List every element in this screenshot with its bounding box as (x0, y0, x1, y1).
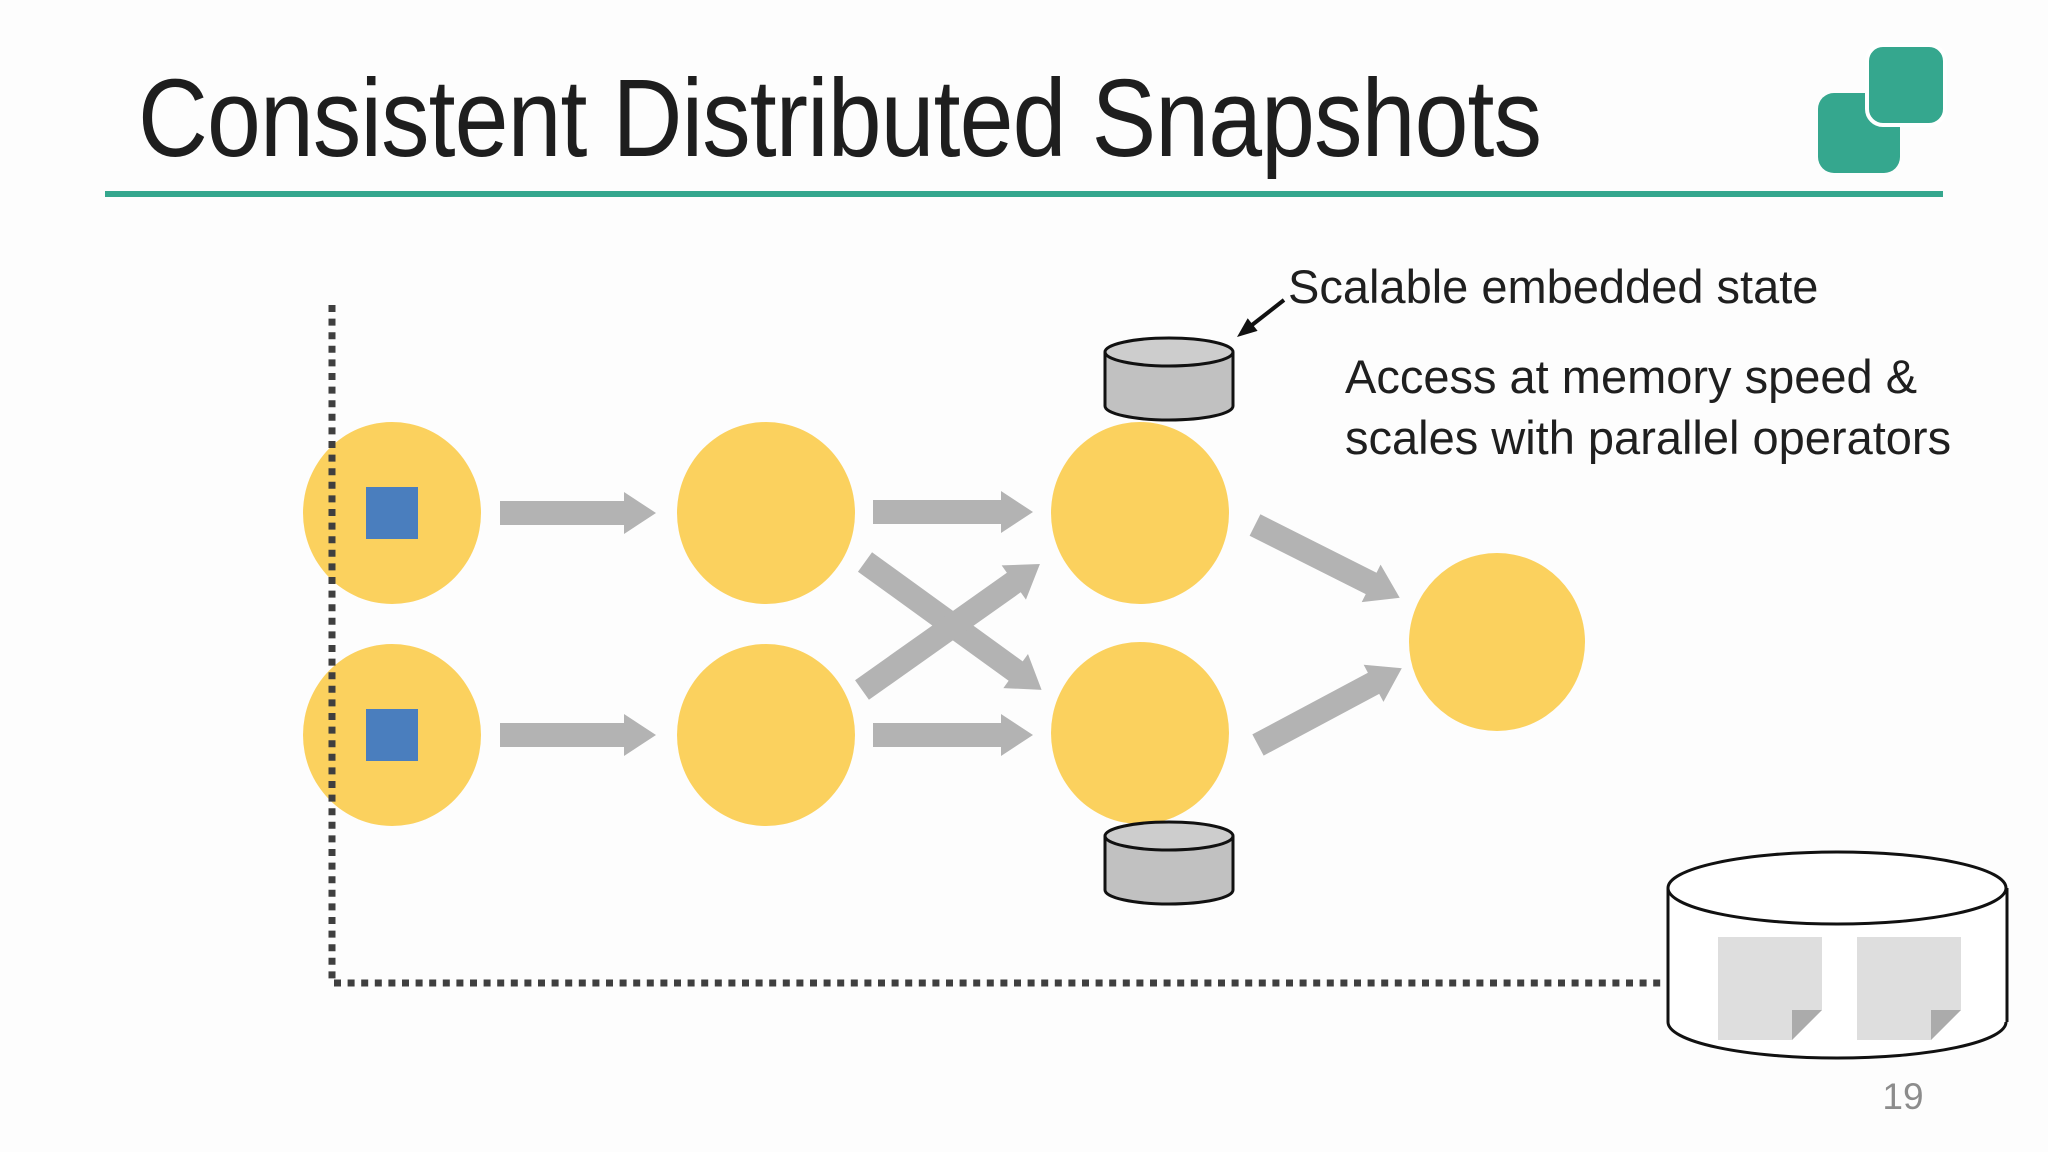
memory-speed-annotation-line2: scales with parallel operators (1345, 411, 1952, 464)
dataflow-arrow-op4-sink (1252, 664, 1402, 756)
annotation-arrow (1237, 298, 1286, 337)
dataflow-arrows (500, 491, 1402, 756)
snapshot-document-2-fold (1931, 1010, 1961, 1040)
dataflow-arrow-op2-op4 (873, 714, 1033, 756)
dataflow-arrow-src2-op2 (500, 714, 656, 756)
dataflow-arrow-op3-sink (1249, 514, 1400, 603)
snapshot-store-cylinder (1666, 850, 2009, 1060)
operator-node-1 (677, 422, 855, 604)
page-number: 19 (1882, 1076, 1924, 1117)
state-cylinder-top-lid (1103, 336, 1235, 368)
operator-nodes (303, 422, 1585, 826)
memory-speed-annotation: Access at memory speed & scales with par… (1345, 346, 1951, 468)
sink-node (1409, 553, 1585, 731)
snapshot-document-icon-2 (1857, 937, 1961, 1040)
memory-speed-annotation-line1: Access at memory speed & (1345, 350, 1918, 403)
logo-icon (1818, 43, 1947, 173)
dataflow-arrow-op2-op3-shuffle (855, 564, 1040, 700)
state-cylinder-icon-top (1103, 336, 1235, 422)
snapshot-store-lid (1666, 850, 2008, 926)
snapshot-document-icon-1 (1718, 937, 1822, 1040)
snapshot-document-1-fold (1792, 1010, 1822, 1040)
embedded-state-annotation: Scalable embedded state (1288, 260, 1819, 313)
stateful-operator-node-2 (1051, 642, 1229, 824)
title-underline-rule (105, 191, 1943, 197)
operator-node-2 (677, 644, 855, 826)
stateful-operator-node-1 (1051, 422, 1229, 604)
annotation-arrowhead-icon (1237, 318, 1258, 337)
dataflow-arrow-op1-op3 (873, 491, 1033, 533)
logo-square-front (1865, 43, 1947, 127)
slide-title: Consistent Distributed Snapshots (138, 57, 1542, 180)
source-marker-icon-1 (366, 487, 418, 539)
state-cylinder-bottom-lid (1103, 820, 1235, 852)
snapshot-barrier-dotted-line (328, 305, 1670, 987)
state-cylinder-icon-bottom (1103, 820, 1235, 906)
source-marker-icon-2 (366, 709, 418, 761)
annotation-arrow-shaft (1250, 298, 1286, 327)
dataflow-arrow-src1-op1 (500, 492, 656, 534)
